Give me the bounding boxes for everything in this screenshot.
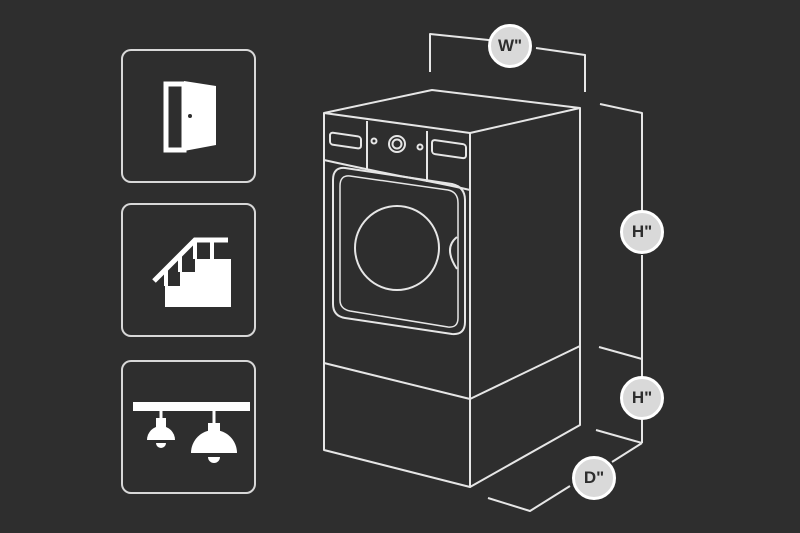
- control-dial-inner: [391, 138, 403, 150]
- washer-front-face: [323, 113, 471, 488]
- pedestal-front-edge: [323, 362, 471, 400]
- height-badge: H": [620, 210, 664, 254]
- washer-top-face: [323, 89, 581, 134]
- pedestal-side-edge: [469, 345, 581, 400]
- pedestal-height-badge: H": [620, 376, 664, 420]
- width-dim-right: [535, 47, 586, 92]
- door-handle: [449, 236, 458, 270]
- button-right: [416, 143, 424, 151]
- width-dim-left: [429, 33, 509, 72]
- door-icon: [163, 81, 216, 153]
- washer-door-inner: [339, 175, 459, 328]
- depth-dim-right: [611, 442, 643, 463]
- detergent-drawer: [329, 131, 362, 150]
- width-badge: W": [488, 24, 532, 68]
- pedestal-dim-base: [595, 429, 643, 444]
- stairs-icon: [152, 237, 231, 307]
- washer-drum-window: [354, 205, 440, 291]
- stairs-clearance-panel: [121, 203, 256, 337]
- height-dim-divider: [598, 346, 643, 360]
- washer-door-outer: [332, 166, 466, 336]
- pendant-lights-icon: [133, 402, 250, 463]
- display-panel: [431, 139, 467, 160]
- ceiling-lights-clearance-panel: [121, 360, 256, 494]
- depth-dim-left: [487, 485, 571, 512]
- door-clearance-panel: [121, 49, 256, 183]
- control-dial: [388, 135, 406, 153]
- depth-badge: D": [572, 456, 616, 500]
- washer-side-face: [469, 108, 581, 488]
- button-left: [370, 137, 378, 145]
- height-dim-top: [599, 103, 643, 211]
